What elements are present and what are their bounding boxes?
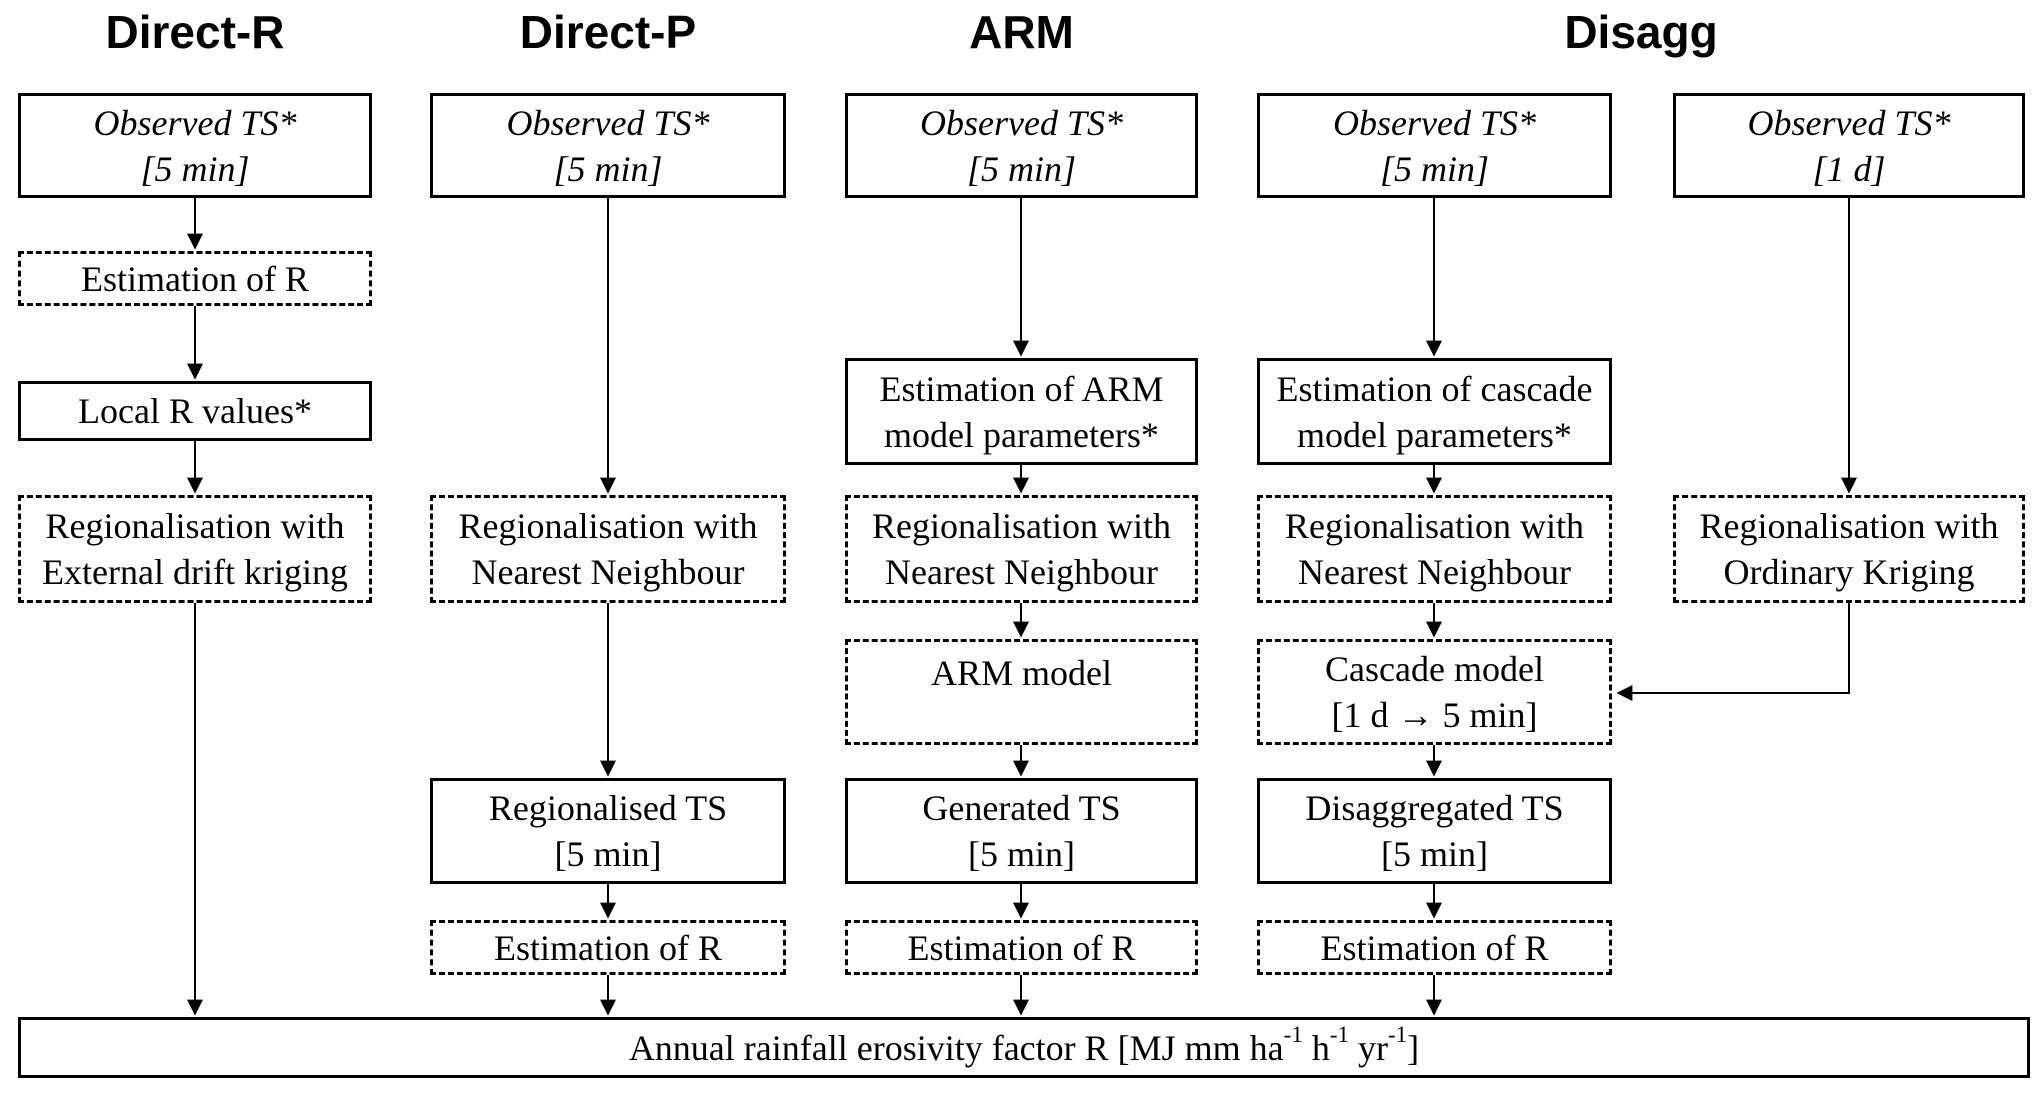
arrow-disagg1d-regionalisation-to-cascade [1616,603,1850,701]
box-line: Estimation of cascade [1276,368,1593,409]
box-line: Estimation of R [81,258,309,299]
box-regionalised-ts: Regionalised TS [5 min] [430,778,786,884]
header-direct-p: Direct-P [519,6,697,58]
box-regionalisation-edk: Regionalisation with External drift krig… [18,495,372,603]
box-line: Regionalisation with [1699,506,1999,546]
box-arm-model: ARM model [845,639,1198,745]
box-line: Cascade model [1325,649,1544,689]
box-line: [1 d → 5 min] [1331,695,1538,735]
box-line: Observed TS* [93,102,297,143]
box-line: ARM model [930,653,1112,693]
box-line: [5 min] [968,834,1075,874]
header-direct-r: Direct-R [105,6,285,58]
box-line: Regionalised TS [488,788,728,828]
result-text-segment: ] [1407,1027,1420,1068]
header-disagg: Disagg [1564,6,1718,58]
box-estimation-arm-parameters: Estimation of ARM model parameters* [845,358,1198,465]
box-line: model parameters* [1297,414,1572,455]
box-line: [5 min] [554,834,662,874]
result-text-segment: Annual rainfall erosivity factor R [MJ m… [628,1027,1284,1068]
box-line: Regionalisation with [872,506,1171,546]
box-line: [5 min] [1379,148,1490,189]
box-observed-ts-direct-p: Observed TS* [5 min] [430,93,786,198]
box-disaggregated-ts: Disaggregated TS [5 min] [1257,778,1612,884]
box-line: Regionalisation with [458,506,758,546]
box-annual-rainfall-erosivity: Annual rainfall erosivity factor R [MJ m… [18,1017,2030,1078]
box-line: Estimation of ARM [879,368,1164,409]
box-regionalisation-nn-arm: Regionalisation with Nearest Neighbour [845,495,1198,603]
box-line: Observed TS* [506,102,710,143]
box-line: Observed TS* [1333,102,1536,143]
box-line: Nearest Neighbour [471,552,745,592]
box-line: Local R values* [78,391,312,431]
box-line: External drift kriging [42,552,348,592]
box-line: [5 min] [553,148,663,189]
box-cascade-model: Cascade model [1 d → 5 min] [1257,639,1612,745]
box-line: [5 min] [966,148,1077,189]
box-estimation-of-r-arm: Estimation of R [845,920,1198,975]
box-line: Observed TS* [1747,102,1951,143]
result-superscript: -1 [1388,1021,1408,1047]
header-arm: ARM [969,6,1074,58]
box-line: Estimation of R [494,927,722,968]
box-estimation-of-r-disagg: Estimation of R [1257,920,1612,975]
box-observed-ts-disagg-1d: Observed TS* [1 d] [1673,93,2025,198]
box-line: Nearest Neighbour [885,552,1158,592]
result-superscript: -1 [1329,1021,1349,1047]
box-line: model parameters* [884,414,1159,455]
result-superscript: -1 [1283,1021,1303,1047]
box-line: Disaggregated TS [1305,788,1564,828]
box-observed-ts-direct-r: Observed TS* [5 min] [18,93,372,198]
box-line: [5 min] [1381,834,1488,874]
box-line: Nearest Neighbour [1298,552,1571,592]
box-observed-ts-arm: Observed TS* [5 min] [845,93,1198,198]
box-line: Estimation of R [1320,927,1549,968]
box-line: Regionalisation with [1285,506,1584,546]
box-generated-ts: Generated TS [5 min] [845,778,1198,884]
box-line: [1 d] [1812,148,1886,189]
box-line: Estimation of R [907,927,1136,968]
box-line: [5 min] [140,148,250,189]
box-line: Ordinary Kriging [1723,552,1975,592]
result-text-segment: yr [1349,1027,1388,1068]
box-local-r-values: Local R values* [18,381,372,441]
box-regionalisation-nn-disagg: Regionalisation with Nearest Neighbour [1257,495,1612,603]
box-line: Generated TS [922,788,1121,828]
box-line: Regionalisation with [45,506,345,546]
box-estimation-of-r-direct-r: Estimation of R [18,251,372,306]
box-regionalisation-nn-direct-p: Regionalisation with Nearest Neighbour [430,495,786,603]
box-regionalisation-ok: Regionalisation with Ordinary Kriging [1673,495,2025,603]
box-line: Observed TS* [920,102,1123,143]
box-observed-ts-disagg-5min: Observed TS* [5 min] [1257,93,1612,198]
result-text-segment: h [1302,1027,1330,1068]
box-estimation-of-r-direct-p: Estimation of R [430,920,786,975]
box-estimation-cascade-parameters: Estimation of cascade model parameters* [1257,358,1612,465]
